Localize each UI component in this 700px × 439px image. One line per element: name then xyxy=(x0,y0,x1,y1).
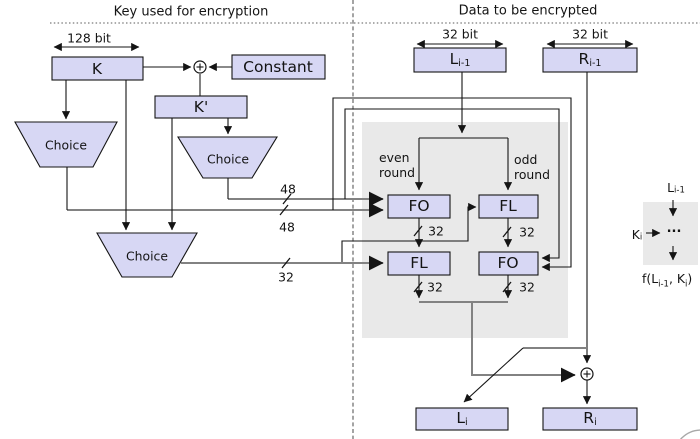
k-prime-box: K' xyxy=(154,95,248,119)
slash-fo1-out xyxy=(413,225,423,237)
label-32: 32 xyxy=(278,270,294,285)
l-out-label: Li xyxy=(456,409,467,428)
even-round-label: even round xyxy=(379,150,415,180)
legend-f-label: f(Li-1, Ki) xyxy=(642,271,692,290)
l-prev-label: Li-1 xyxy=(450,50,471,69)
k-box-label: K xyxy=(92,60,103,78)
r-out-box: Ri xyxy=(542,407,638,431)
odd-round-label: odd round xyxy=(514,152,550,182)
r-out-label: Ri xyxy=(583,409,596,428)
legend-l-label: Li-1 xyxy=(667,180,685,196)
l-prev-box: Li-1 xyxy=(413,47,507,73)
function-legend: Li-1 Ki ··· f(Li-1, Ki) xyxy=(632,180,692,290)
fo1-label: FO xyxy=(408,197,429,215)
label-fo2-out: 32 xyxy=(519,280,535,295)
svg-text:round: round xyxy=(514,167,550,182)
slash-fo2-out xyxy=(502,281,512,293)
svg-text:even: even xyxy=(379,150,409,165)
xor-key-icon xyxy=(193,60,207,74)
data-section: 32 bit 32 bit even round odd round 32 xyxy=(379,27,638,431)
label-fl2-out: 32 xyxy=(427,280,443,295)
r-prev-label: Ri-1 xyxy=(579,50,602,69)
xor-data-icon xyxy=(580,367,594,381)
fl1-label: FL xyxy=(499,197,517,215)
choice3-trapezoid: Choice xyxy=(96,232,198,278)
slash-48-upper xyxy=(282,193,292,205)
constant-box-label: Constant xyxy=(243,58,313,76)
l-width-label: 32 bit xyxy=(442,27,478,42)
label-48-lower: 48 xyxy=(279,220,295,235)
left-section-title: Key used for encryption xyxy=(114,5,269,20)
corner-arc-decoration xyxy=(679,429,700,439)
choice2-label: Choice xyxy=(207,152,249,167)
label-fl1-out: 32 xyxy=(519,225,535,240)
wraparound-outer-line xyxy=(332,97,572,272)
key-width-label: 128 bit xyxy=(67,31,111,46)
r-width-label: 32 bit xyxy=(572,27,608,42)
legend-k-label: Ki xyxy=(632,227,643,243)
choice1-trapezoid: Choice xyxy=(14,121,118,168)
right-section-title: Data to be encrypted xyxy=(459,4,598,19)
r-prev-box: Ri-1 xyxy=(542,47,638,73)
label-48-upper: 48 xyxy=(280,182,296,197)
fo2-label: FO xyxy=(497,254,518,272)
slash-fl2-out xyxy=(413,281,423,293)
legend-dots: ··· xyxy=(667,225,682,240)
svg-text:odd: odd xyxy=(514,152,537,167)
fl1-box: FL xyxy=(478,194,539,219)
fo2-box: FO xyxy=(478,251,539,276)
fl2-label: FL xyxy=(410,254,428,272)
r-to-lout-diagonal xyxy=(463,347,524,403)
k-prime-box-label: K' xyxy=(194,98,208,116)
fo1-box: FO xyxy=(387,194,451,219)
choice3-label: Choice xyxy=(126,249,168,264)
round-output-wire xyxy=(471,302,576,383)
label-fo1-out: 32 xyxy=(428,224,444,239)
k-box: K xyxy=(51,56,144,81)
constant-box: Constant xyxy=(231,54,326,80)
section-headers: Key used for encryption Data to be encry… xyxy=(50,0,700,439)
choice1-label: Choice xyxy=(45,138,87,153)
slash-fl1-out xyxy=(502,226,512,238)
slash-48-lower xyxy=(279,204,289,216)
choice2-trapezoid: Choice xyxy=(177,136,278,179)
fl2-box: FL xyxy=(387,251,451,276)
wraparound-inner-line xyxy=(344,108,560,263)
slash-32 xyxy=(281,257,291,269)
l-out-box: Li xyxy=(415,407,509,431)
svg-text:round: round xyxy=(379,165,415,180)
key-section: 128 bit 48 48 32 xyxy=(14,31,572,285)
fl1-key-feed-line xyxy=(341,202,477,262)
